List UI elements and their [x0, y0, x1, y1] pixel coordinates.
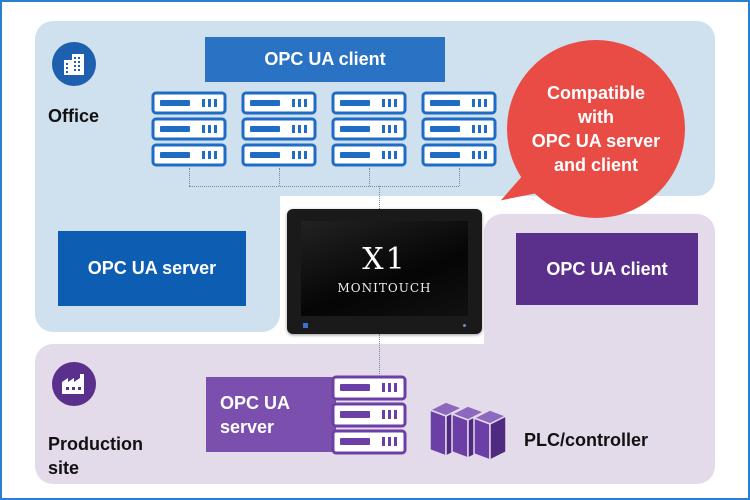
connector-server-2	[279, 168, 280, 186]
office-server-1	[150, 90, 227, 173]
plc-controller-label: PLC/controller	[524, 430, 649, 450]
office-server-3	[330, 90, 407, 173]
plc-controller-icon	[426, 394, 522, 465]
production-label-line-2: site	[48, 458, 80, 478]
callout-line-4: and client	[553, 155, 638, 175]
office-label: Office	[48, 106, 100, 126]
callout-line-1: Compatible	[546, 83, 645, 103]
connector-to-device	[379, 186, 380, 209]
device-screen: X1 MONITOUCH	[301, 221, 468, 316]
production-site-label: Production site	[48, 432, 143, 480]
office-building-icon	[52, 42, 96, 86]
office-opc-server-box: OPC UA server	[58, 231, 246, 306]
device-logo-icon	[303, 323, 308, 328]
connector-server-4	[459, 168, 460, 186]
callout-line-3: OPC UA server	[531, 131, 661, 151]
monitouch-device: X1 MONITOUCH	[287, 209, 482, 334]
device-brand: X1	[362, 242, 407, 277]
connector-server-3	[369, 168, 370, 186]
connector-bus	[189, 186, 459, 187]
production-server-line-2: server	[220, 416, 275, 437]
production-server	[330, 374, 407, 461]
compatibility-callout: Compatible with OPC UA server and client	[507, 40, 685, 218]
connector-server-1	[189, 168, 190, 186]
office-server-4	[420, 90, 497, 173]
connector-device-to-production	[379, 334, 380, 374]
office-server-2	[240, 90, 317, 173]
production-opc-server-box: OPC UA server	[206, 377, 336, 452]
factory-icon	[52, 362, 96, 406]
production-opc-client-box: OPC UA client	[516, 233, 698, 305]
callout-line-2: with	[577, 107, 614, 127]
production-server-line-1: OPC UA	[220, 392, 291, 413]
device-led-icon	[463, 324, 466, 327]
office-opc-client-box: OPC UA client	[205, 37, 445, 82]
device-model: MONITOUCH	[337, 281, 432, 295]
production-label-line-1: Production	[48, 434, 143, 454]
